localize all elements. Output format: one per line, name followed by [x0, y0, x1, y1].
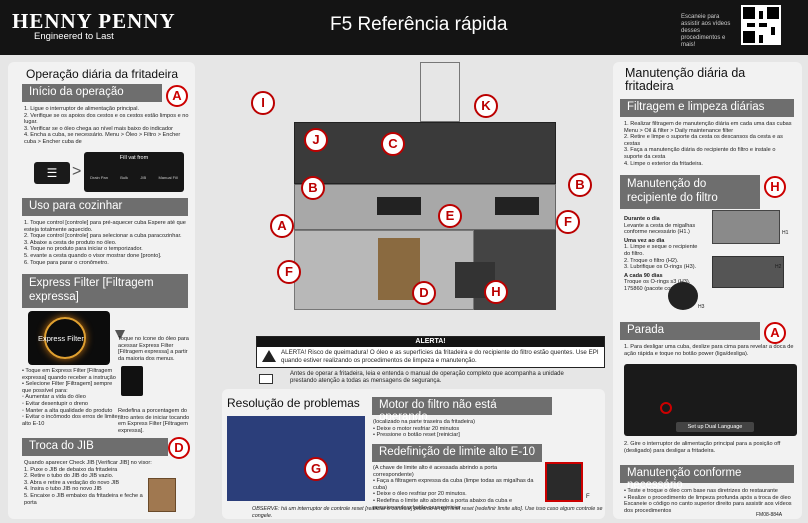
as-needed-header: Manutenção conforme necessário: [620, 465, 794, 491]
callout-i: I: [251, 91, 275, 115]
maintenance-title: Manutenção diária da fritadeira: [625, 66, 746, 93]
brand-logo: HENNY PENNY: [12, 9, 176, 33]
jib-steps: Quando aparecer Check JIB [Verificar JIB…: [24, 460, 152, 506]
filtration-steps: 1. Realizar filtragem de manutenção diár…: [624, 121, 792, 167]
badge-a-right: A: [764, 322, 786, 344]
oring-image: [668, 282, 698, 310]
manual-icon: [259, 374, 273, 384]
shutdown-header: Parada: [620, 322, 760, 340]
header: HENNY PENNY Engineered to Last F5 Referê…: [0, 0, 808, 55]
fryer-top: [294, 122, 556, 184]
express-reset-text: Redefina a porcentagem do filtro antes d…: [118, 408, 190, 434]
fryer-illustration: [240, 62, 605, 332]
jib-header: Troca do JIB: [22, 438, 168, 456]
startup-steps: 1. Ligue o interruptor de alimentação pr…: [24, 106, 189, 145]
callout-j: J: [304, 128, 328, 152]
callout-b-left: B: [301, 176, 325, 200]
filtration-header: Filtragem e limpeza diárias: [620, 99, 794, 117]
express-icon-text: Toque no ícone do óleo para acessar Expr…: [118, 336, 189, 362]
callout-d: D: [412, 281, 436, 305]
fryer-control-panel: [294, 184, 556, 230]
dual-language-button[interactable]: Set up Dual Language: [676, 422, 754, 432]
label-h3: H3: [698, 304, 705, 310]
callout-a: A: [270, 214, 294, 238]
doc-code: FM08-884A: [756, 512, 783, 518]
alert-box: ALERTA! ALERTA! Risco de queimadura! O ó…: [256, 336, 605, 368]
badge-h: H: [764, 176, 786, 198]
troubleshoot-title: Resolução de problemas: [227, 396, 360, 410]
alert-text: ALERTA! Risco de queimadura! O óleo e as…: [281, 349, 599, 364]
startup-header: Início da operação: [22, 84, 162, 102]
qr-code-icon[interactable]: [741, 5, 781, 45]
observe-note: OBSERVE: há um interruptor de controle r…: [252, 506, 603, 519]
badge-d: D: [168, 437, 190, 459]
express-filter-logo: Express Filter: [28, 311, 110, 365]
label-h2: H2: [775, 264, 782, 270]
motor-lines: (localizado na parte traseira da fritade…: [373, 419, 475, 439]
fryer-display-2: [495, 197, 539, 215]
warning-icon: [262, 350, 276, 362]
shutdown-screen: Set up Dual Language: [624, 364, 797, 436]
jib-box-image: [148, 478, 176, 512]
callout-f-right: F: [556, 210, 580, 234]
callout-g: G: [304, 457, 328, 481]
callout-c: C: [381, 132, 405, 156]
motor-header: Motor do filtro não está operando: [372, 397, 552, 423]
express-bullets: • Toque em Express Filter [Filtragem exp…: [22, 368, 118, 427]
shutdown-step-2: 2. Gire o interruptor de alimentação pri…: [624, 441, 781, 454]
pan-h2-image: [712, 256, 784, 288]
callout-f-left: F: [277, 260, 301, 284]
label-f: F: [586, 494, 590, 500]
filter-screen-icon: [121, 366, 143, 396]
arrow-icon: >: [72, 163, 82, 180]
menu-icon: ☰: [34, 162, 70, 184]
motor-image: [227, 416, 365, 501]
filter-pan-header: Manutenção do recipiente do filtro: [620, 175, 760, 209]
callout-b-right: B: [568, 173, 592, 197]
express-filter-header: Express Filter [Filtragem expressa]: [22, 274, 188, 308]
callout-k: K: [474, 94, 498, 118]
basket-hanging: [420, 62, 460, 122]
qr-caption: Escaneie para assistir aos vídeos desses…: [681, 14, 731, 48]
page-title: F5 Referência rápida: [330, 14, 508, 35]
high-limit-image: [545, 462, 583, 502]
shutdown-step-1: 1. Para desligar uma cuba, deslize para …: [624, 344, 794, 357]
cooking-header: Uso para cozinhar: [22, 198, 188, 216]
cooking-steps: 1. Toque control [controle] para pré-aqu…: [24, 220, 186, 266]
fryer-display: [377, 197, 421, 215]
pan-h1-image: [712, 210, 780, 244]
alert-title: ALERTA!: [257, 337, 604, 347]
e10-lines: (A chave de limite alto é acessada abrin…: [373, 465, 534, 511]
badge-a: A: [166, 85, 188, 107]
callout-e: E: [438, 204, 462, 228]
daily-operation-title: Operação diária da fritadeira: [26, 67, 179, 81]
e10-header: Redefinição de limite alto E-10: [372, 444, 542, 462]
callout-h: H: [484, 280, 508, 304]
manual-text: Antes de operar a fritadeira, leia e ent…: [290, 371, 564, 385]
brand-tagline: Engineered to Last: [34, 31, 114, 42]
oil-drop-icon: [115, 330, 125, 340]
as-needed-lines: • Teste e troque o óleo com base nas dir…: [624, 488, 792, 514]
label-h1: H1: [782, 230, 789, 236]
power-icon[interactable]: [660, 402, 672, 414]
right-panel: [613, 62, 802, 519]
